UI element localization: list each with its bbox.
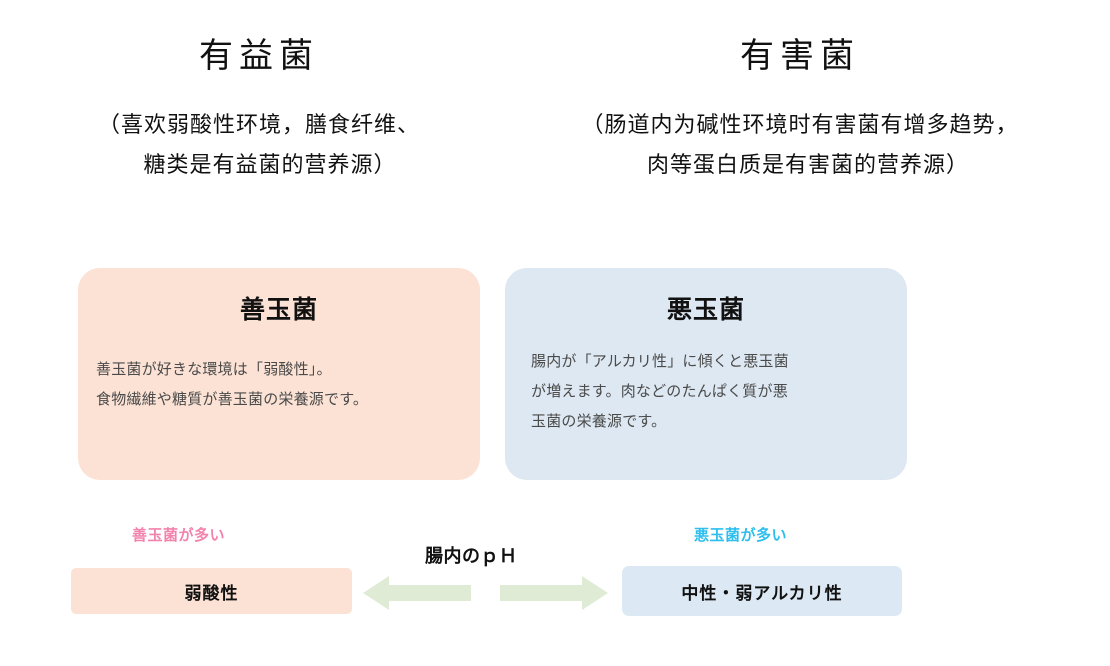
heading-subtitle-beneficial-line1: （喜欢弱酸性环境，膳食纤维、 (97, 112, 420, 138)
card-good-bacteria-body-line1: 善玉菌が好きな環境は「弱酸性」。 (96, 360, 332, 378)
ph-label-more-good-bacteria: 善玉菌が多い (132, 526, 226, 544)
heading-subtitle-harmful-line2: 肉等蛋白质是有害菌的营养源） (646, 152, 969, 178)
card-bad-bacteria-body-line2: が増えます。肉などのたんぱく質が悪 (531, 382, 788, 400)
arrow-right-icon (500, 576, 608, 610)
card-bad-bacteria: 悪玉菌 腸内が「アルカリ性」に傾くと悪玉菌 が増えます。肉などのたんぱく質が悪 … (505, 268, 907, 480)
heading-title-beneficial: 有益菌 (199, 38, 319, 75)
heading-block-harmful-bacteria: 有害菌 （肠道内为碱性环境时有害菌有增多趋势， 肉等蛋白质是有害菌的营养源） (500, 38, 1100, 185)
card-good-bacteria-body: 善玉菌が好きな環境は「弱酸性」。 食物繊維や糖質が善玉菌の栄養源です。 (78, 354, 480, 414)
heading-title-harmful: 有害菌 (740, 38, 860, 75)
card-bad-bacteria-title: 悪玉菌 (666, 295, 745, 324)
ph-scale-center-label: 腸内のｐＨ (425, 546, 518, 567)
card-bad-bacteria-body-line1: 腸内が「アルカリ性」に傾くと悪玉菌 (531, 352, 789, 370)
heading-subtitle-harmful: （肠道内为碱性环境时有害菌有增多趋势， 肉等蛋白质是有害菌的营养源） (500, 105, 1100, 185)
heading-subtitle-beneficial-line2: 糖类是有益菌的营养源） (143, 152, 397, 178)
card-good-bacteria-body-line2: 食物繊維や糖質が善玉菌の栄養源です。 (96, 390, 369, 408)
heading-block-beneficial-bacteria: 有益菌 （喜欢弱酸性环境，膳食纤维、 糖类是有益菌的营养源） (24, 38, 494, 185)
heading-subtitle-beneficial: （喜欢弱酸性环境，膳食纤维、 糖类是有益菌的营养源） (24, 105, 494, 185)
ph-bar-weakly-acidic: 弱酸性 (71, 568, 352, 614)
ph-label-more-bad-bacteria: 悪玉菌が多い (694, 526, 788, 544)
card-bad-bacteria-body: 腸内が「アルカリ性」に傾くと悪玉菌 が増えます。肉などのたんぱく質が悪 玉菌の栄… (505, 346, 907, 436)
heading-subtitle-harmful-line1: （肠道内为碱性环境时有害菌有增多趋势， (581, 112, 1019, 138)
arrow-left-icon (363, 576, 471, 610)
ph-bar-neutral-weakly-alkaline: 中性・弱アルカリ性 (622, 566, 902, 616)
card-good-bacteria: 善玉菌 善玉菌が好きな環境は「弱酸性」。 食物繊維や糖質が善玉菌の栄養源です。 (78, 268, 480, 480)
card-good-bacteria-title: 善玉菌 (239, 295, 318, 324)
card-bad-bacteria-body-line3: 玉菌の栄養源です。 (531, 412, 667, 430)
